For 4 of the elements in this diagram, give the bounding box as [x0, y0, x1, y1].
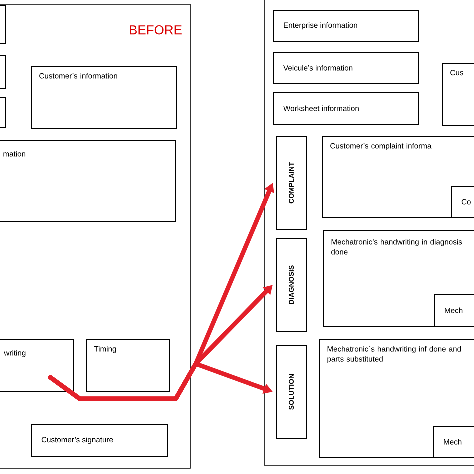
field-box [0, 5, 6, 44]
field-box [0, 55, 6, 90]
form-panel [264, 0, 474, 466]
field-box [0, 97, 6, 128]
